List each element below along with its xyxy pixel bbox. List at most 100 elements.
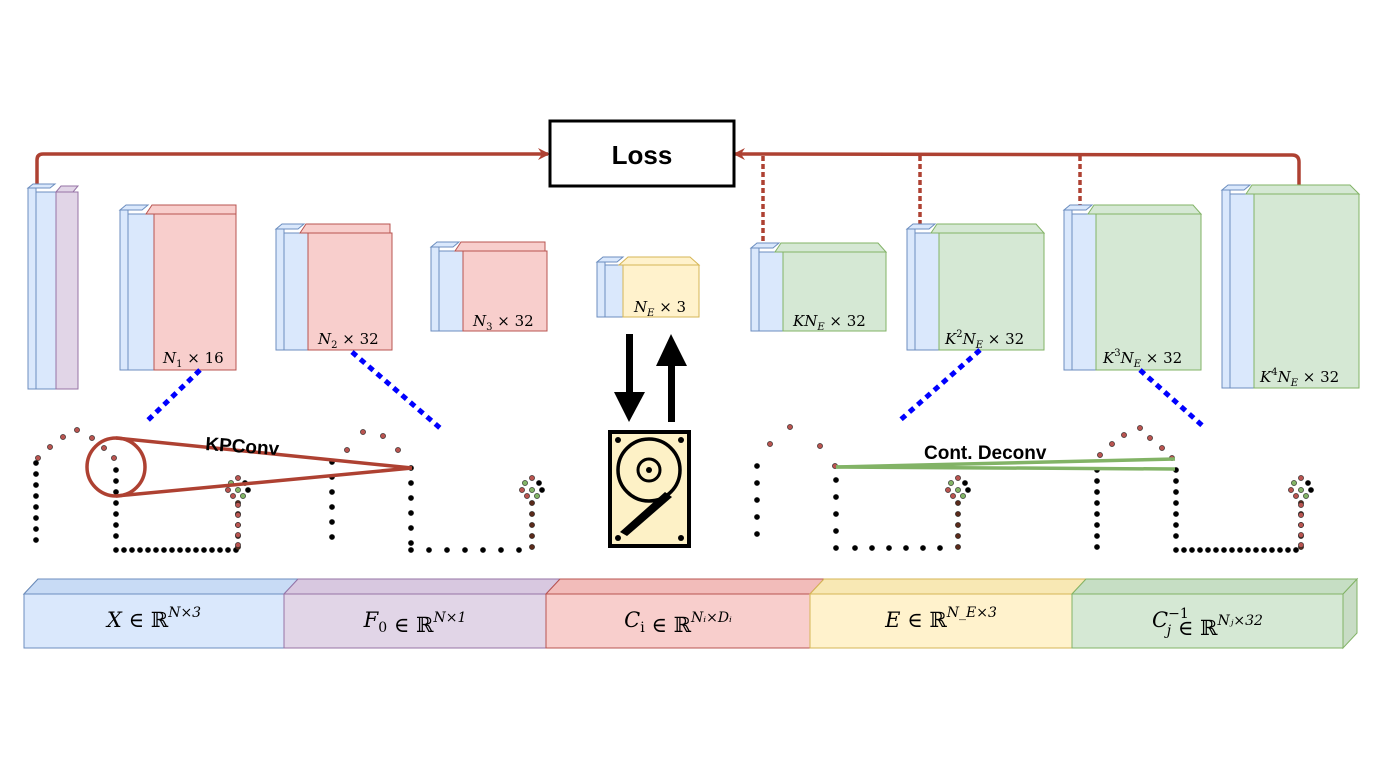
legend-cell-1 [23, 593, 285, 649]
cloud-point [833, 477, 839, 483]
cloud-point [817, 443, 823, 449]
cloud-point [1094, 478, 1100, 484]
decoder-block-2: K2NE × 32 [905, 223, 1046, 351]
cloud-point [962, 480, 968, 486]
cloud-point [235, 502, 241, 508]
cloud-point [33, 471, 39, 477]
cloud-point [1237, 547, 1243, 553]
cloud-point [1173, 478, 1179, 484]
cloud-point [1147, 435, 1153, 441]
cloud-point [1293, 547, 1299, 553]
cloud-point [161, 547, 167, 553]
cloud-point [344, 447, 350, 453]
legend-label-3: Ci ∈ ℝNᵢ×Dᵢ [624, 608, 732, 637]
cloud-point [444, 547, 450, 553]
decoder-block-1: KNE × 32 [749, 242, 888, 333]
input-block [26, 183, 80, 390]
cloud-point [225, 547, 231, 553]
decoder-block-3: K3NE × 32 [1062, 204, 1203, 371]
cloud-point [35, 455, 41, 461]
cloud-point [230, 493, 236, 499]
cloud-point [201, 547, 207, 553]
cloud-point [1298, 475, 1304, 481]
cloud-point [113, 467, 119, 473]
cloud-point [33, 515, 39, 521]
kpconv-label: KPConv [205, 434, 281, 460]
cloud-point [1229, 547, 1235, 553]
cloud-point [498, 547, 504, 553]
cloud-point [754, 514, 760, 520]
cloud-point [965, 487, 971, 493]
cloud-point [1094, 522, 1100, 528]
latent-label: NE × 3 [633, 298, 686, 319]
blue-dotted-connectors [143, 348, 1207, 430]
cloud-point [833, 494, 839, 500]
cloud-point [101, 445, 107, 451]
legend-cell-5 [1071, 593, 1344, 649]
cloud-point [1269, 547, 1275, 553]
cloud-point [245, 487, 251, 493]
cloud-point [852, 545, 858, 551]
cloud-point [534, 493, 540, 499]
cloud-point [955, 500, 961, 506]
cloud-point [1173, 511, 1179, 517]
cloud-point [1189, 547, 1195, 553]
legend-cell-top-5 [1070, 578, 1359, 595]
cloud-point [1173, 547, 1179, 553]
cloud-point [235, 522, 241, 528]
cloud-point [113, 511, 119, 517]
cloud-point [1173, 533, 1179, 539]
cloud-point [380, 433, 386, 439]
cloud-point [1277, 547, 1283, 553]
cloud-point [153, 547, 159, 553]
cloud-point [1094, 500, 1100, 506]
cloud-point [945, 487, 951, 493]
cloud-point [329, 519, 335, 525]
cloud-point [955, 544, 961, 550]
decoder-1-label: KNE × 32 [792, 312, 866, 333]
cloud-point [329, 489, 335, 495]
loss-label: Loss [612, 140, 673, 170]
cloud-point [948, 480, 954, 486]
cloud-point [408, 525, 414, 531]
cloud-point [33, 537, 39, 543]
cloud-point [787, 424, 793, 430]
cloud-point [217, 547, 223, 553]
legend-cell-top-3 [544, 578, 826, 595]
cloud-point [1303, 493, 1309, 499]
cloud-point [185, 547, 191, 553]
cloud-point [33, 460, 39, 466]
cloud-point [408, 547, 414, 553]
cloud-point [516, 547, 522, 553]
hard-disk-icon [608, 430, 691, 548]
point-clouds [33, 424, 1314, 553]
cloud-point [89, 435, 95, 441]
cloud-point [1094, 511, 1100, 517]
cloud-point [113, 547, 119, 553]
loss-feedback-arrows [35, 148, 1301, 243]
cloud-point [74, 427, 80, 433]
cloud-point [754, 531, 760, 537]
cloud-point [137, 547, 143, 553]
encoder-block-1: N1 × 16 [118, 204, 237, 371]
cloud-point [113, 500, 119, 506]
cloud-point [113, 533, 119, 539]
cloud-point [480, 547, 486, 553]
cloud-point [1097, 452, 1103, 458]
legend-label-1: X ∈ ℝN×3 [105, 605, 201, 632]
cloud-point [529, 500, 535, 506]
cloud-point [462, 547, 468, 553]
cloud-point [209, 547, 215, 553]
cloud-point [360, 429, 366, 435]
cloud-point [33, 482, 39, 488]
decoder-3-label: K3NE × 32 [1102, 348, 1182, 370]
cloud-point [1305, 480, 1311, 486]
cloud-point [955, 522, 961, 528]
legend-cell-2 [283, 593, 547, 649]
cloud-point [920, 545, 926, 551]
cloud-point [754, 463, 760, 469]
cloud-point [1137, 425, 1143, 431]
cloud-point [524, 493, 530, 499]
